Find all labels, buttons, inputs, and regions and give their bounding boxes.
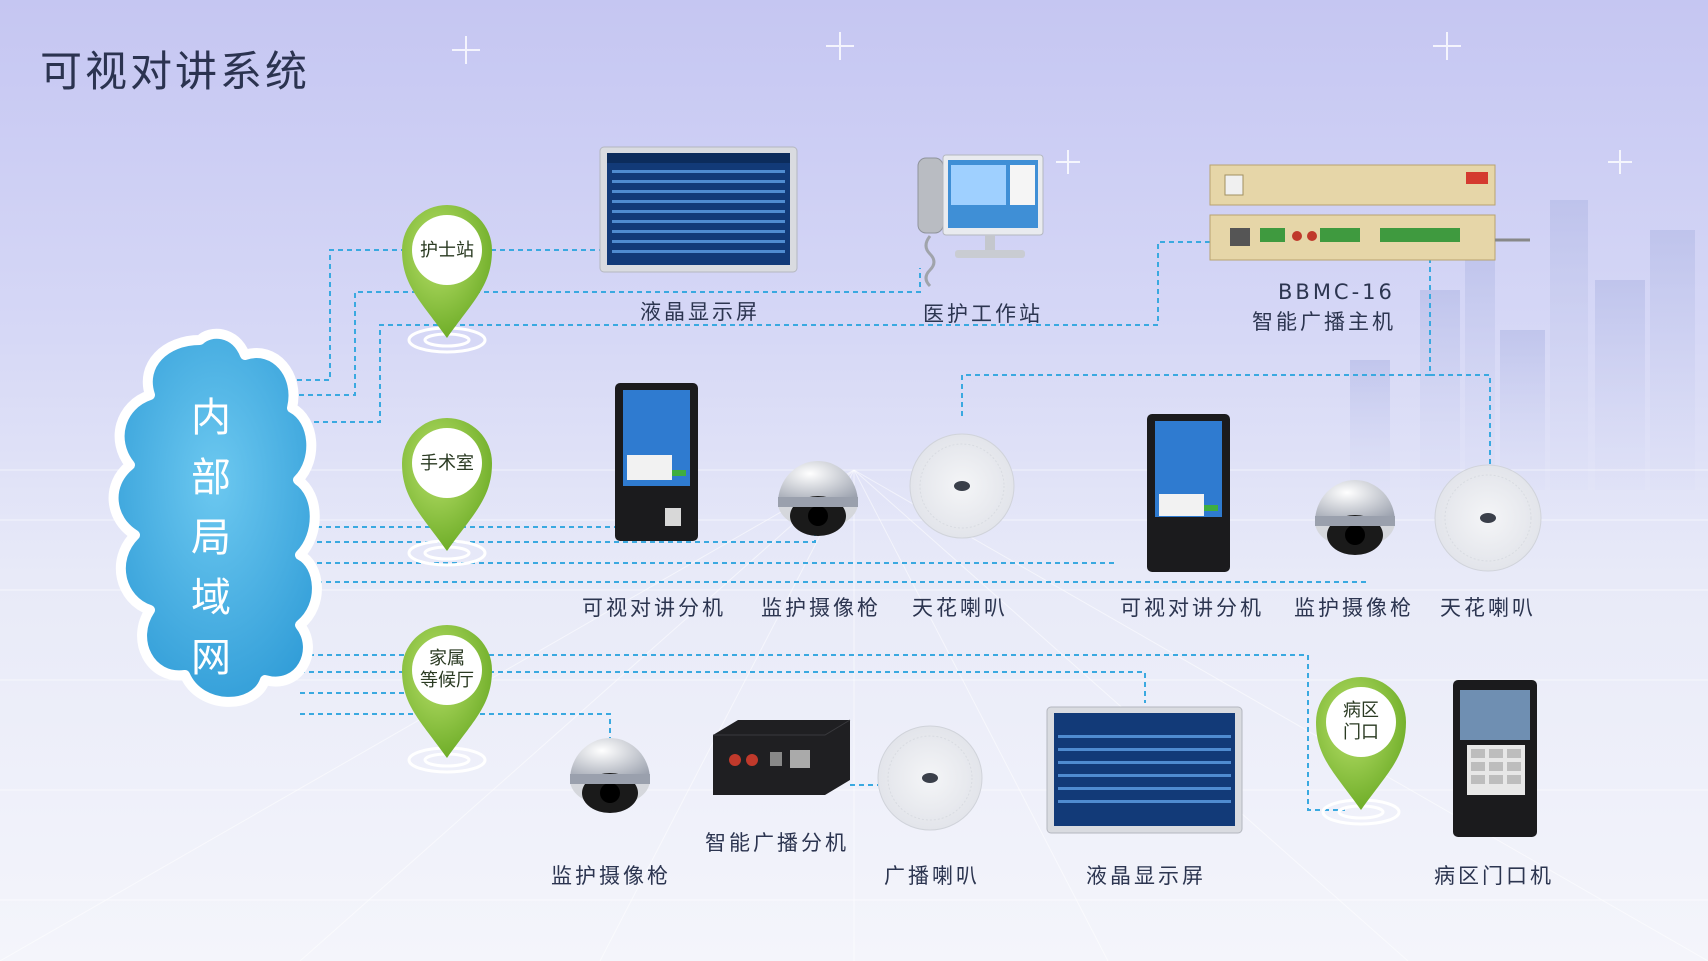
lcd-monitor-nurse (599, 146, 798, 273)
label-surg-intercom-1: 可视对讲分机 (582, 596, 726, 620)
speaker-family (877, 725, 983, 831)
label-fam-camera: 监护摄像枪 (551, 864, 671, 888)
label-surg-camera-2: 监护摄像枪 (1294, 596, 1414, 620)
network-char: 域 (191, 575, 231, 621)
broadcast-amp-family (713, 719, 851, 795)
pin-surgery (402, 418, 492, 567)
zone-surgery-label: 手术室 (407, 453, 487, 475)
lcd-monitor-family (1046, 706, 1243, 834)
camera-surgery-1 (778, 461, 858, 536)
label-surg-speaker-1: 天花喇叭 (912, 596, 1008, 620)
zone-ward-label: 病区 门口 (1321, 700, 1401, 744)
speaker-surgery-1 (909, 433, 1015, 539)
page-title: 可视对讲系统 (40, 47, 311, 96)
label-surg-camera-1: 监护摄像枪 (761, 596, 881, 620)
label-surg-intercom-2: 可视对讲分机 (1120, 596, 1264, 620)
ward-door-unit (1453, 680, 1537, 837)
speaker-surgery-2 (1434, 464, 1542, 572)
network-label: 内 部 局 域 网 (183, 388, 239, 688)
label-surg-speaker-2: 天花喇叭 (1440, 596, 1536, 620)
label-fam-amp: 智能广播分机 (705, 831, 849, 855)
label-workstation: 医护工作站 (923, 302, 1043, 326)
label-host-name: 智能广播主机 (1252, 310, 1396, 334)
zone-nurse-label: 护士站 (407, 240, 487, 262)
pin-nurse (402, 205, 492, 354)
zone-label-line: 手术室 (420, 453, 474, 474)
zone-family-label: 家属 等候厅 (407, 648, 487, 692)
broadcast-host (1209, 164, 1530, 261)
intercom-surgery-1 (615, 383, 698, 541)
zone-label-line: 家属 (429, 648, 465, 669)
network-char: 内 (191, 395, 231, 441)
zone-label-line: 等候厅 (420, 670, 474, 691)
network-char: 部 (191, 455, 231, 501)
label-fam-speaker: 广播喇叭 (884, 864, 980, 888)
zone-label-line: 门口 (1343, 722, 1379, 743)
label-host-model: BBMC-16 (1278, 280, 1395, 304)
network-char: 网 (191, 635, 231, 681)
network-char: 局 (191, 515, 231, 561)
network-cloud-shape (108, 328, 322, 707)
label-fam-lcd: 液晶显示屏 (1086, 864, 1206, 888)
intercom-surgery-2 (1147, 414, 1230, 572)
zone-label-line: 护士站 (420, 240, 474, 261)
camera-family (570, 738, 650, 813)
camera-surgery-2 (1315, 480, 1395, 555)
pin-ward (1316, 677, 1406, 826)
pin-family (402, 625, 492, 774)
zone-label-line: 病区 (1343, 700, 1379, 721)
label-nurse-lcd: 液晶显示屏 (640, 300, 760, 324)
label-ward-door: 病区门口机 (1434, 864, 1554, 888)
medical-workstation (917, 154, 1044, 288)
